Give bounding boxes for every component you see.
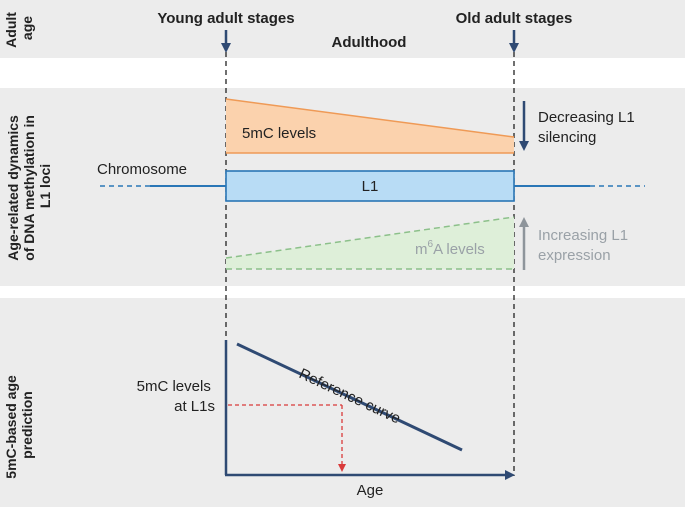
row-label-prediction-line-2: prediction: [19, 391, 35, 459]
m6a-label-m: m: [415, 241, 428, 258]
decreasing-silencing-label: Decreasing L1 silencing: [538, 109, 639, 146]
5mc-levels-top-edge: [225, 98, 515, 138]
row-label-dynamics-line-2: of DNA methylation in: [21, 115, 37, 261]
chromosome-label: Chromosome: [97, 161, 187, 178]
increasing-expression-label: Increasing L1 expression: [538, 227, 632, 264]
young-adult-stages-label: Young adult stages: [157, 10, 294, 27]
m6a-levels-top-edge: [225, 216, 515, 259]
row-label-adult-age-line-2: age: [19, 16, 35, 40]
row-label-dynamics: Age-related dynamics of DNA methylation …: [5, 111, 53, 261]
decreasing-silencing-line-2: silencing: [538, 129, 596, 146]
l1-element-box: [225, 170, 515, 202]
increasing-expression-line-1: Increasing L1: [538, 227, 628, 244]
m6a-levels-area: [226, 217, 514, 269]
row-label-dynamics-line-3: L1 loci: [37, 164, 53, 208]
old-adult-stages-label: Old adult stages: [456, 10, 573, 27]
reference-curve: [236, 342, 463, 452]
5mc-levels-label: 5mC levels: [242, 125, 316, 142]
prediction-y-label: 5mC levels at L1s: [137, 378, 215, 415]
adulthood-label: Adulthood: [332, 34, 407, 51]
prediction-x-label: Age: [357, 482, 384, 499]
m6a-label-superscript: 6: [428, 239, 434, 250]
row-label-adult-age: Adult age: [3, 8, 35, 48]
l1-element-label: L1: [362, 178, 379, 195]
prediction-y-label-line-1: 5mC levels: [137, 378, 211, 395]
prediction-y-label-line-2: at L1s: [174, 398, 215, 415]
row-label-prediction-line-1: 5mC-based age: [3, 375, 19, 479]
m6a-levels-label: m6A levels: [415, 239, 485, 258]
band-adult-age: [0, 0, 685, 58]
band-prediction: [0, 298, 685, 507]
row-label-dynamics-line-1: Age-related dynamics: [5, 115, 21, 261]
row-label-prediction: 5mC-based age prediction: [3, 371, 35, 478]
increasing-expression-line-2: expression: [538, 247, 611, 264]
row-label-adult-age-line-1: Adult: [3, 12, 19, 48]
m6a-label-rest: A levels: [433, 241, 485, 258]
decreasing-silencing-line-1: Decreasing L1: [538, 109, 635, 126]
5mc-levels-area: [226, 99, 514, 153]
